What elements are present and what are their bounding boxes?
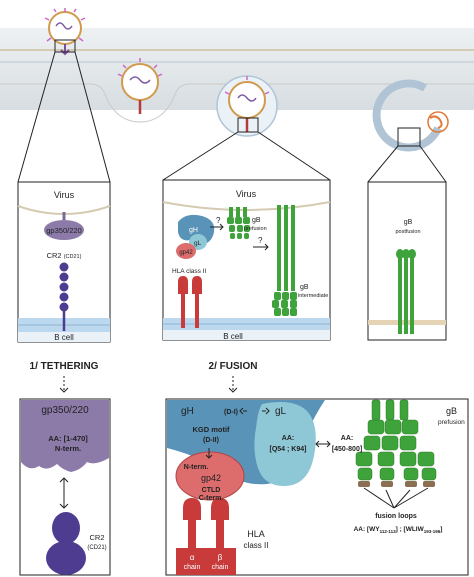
virus-endocytosis bbox=[117, 58, 163, 114]
zoom2-gl-label: gL bbox=[275, 406, 287, 417]
endosome-fused bbox=[372, 79, 449, 152]
panel1-bcell-label: B cell bbox=[54, 333, 74, 342]
panel-tethering bbox=[17, 181, 111, 343]
panel2-bcell-label: B cell bbox=[223, 332, 243, 341]
panel2-gl-label: gL bbox=[194, 240, 202, 247]
zoom2-fusion-loops-label: fusion loops bbox=[375, 513, 417, 520]
panel2-question-2: ? bbox=[258, 236, 263, 245]
panel2-gp42-label: gp42 bbox=[179, 250, 193, 256]
down-arrows bbox=[59, 376, 238, 393]
panel2-hla-label: HLA class II bbox=[172, 268, 207, 275]
zoom2-gb-aa-value: [450-800] bbox=[332, 446, 362, 453]
panel2-question-1: ? bbox=[216, 216, 221, 225]
zoom2-gp42-nterm: N-term. bbox=[184, 464, 209, 471]
zoom2-gh-label: gH bbox=[181, 406, 194, 417]
zoom-fusion bbox=[165, 398, 469, 576]
panel1-virus-label: Virus bbox=[54, 190, 75, 200]
panel2-gh-label: gH bbox=[189, 227, 198, 234]
zoom2-gl-aa-value: [Q54 ; K94] bbox=[270, 446, 307, 453]
panel-fusion bbox=[162, 179, 331, 341]
panel-postfusion bbox=[367, 181, 447, 341]
zoom1-gp350-label: gp350/220 bbox=[41, 405, 89, 416]
virus-attached bbox=[44, 8, 86, 56]
zoom1-aa-label: AA: [1-470] bbox=[48, 434, 88, 443]
panel1-gp350-label: gp350/220 bbox=[46, 226, 81, 235]
zoom2-fusion-aa-label: AA: [WY112-113] ; [WLIW193-196] bbox=[354, 526, 443, 534]
zoom2-gl-aa-label: AA: bbox=[282, 435, 294, 442]
zoom1-cr2-label: CR2(CD21) bbox=[87, 533, 106, 551]
step-tethering-label: 1/ TETHERING bbox=[30, 361, 99, 372]
zoom2-kgd-label: KGD motif bbox=[192, 425, 230, 434]
panel2-virus-label: Virus bbox=[236, 189, 257, 199]
panel1-cr2-label: CR2 (CD21) bbox=[47, 251, 82, 260]
zoom2-gb-aa-label: AA: bbox=[341, 435, 353, 442]
zoom2-di-label: (D-I) bbox=[224, 409, 238, 416]
zoom2-ctld-label: CTLD bbox=[202, 487, 221, 494]
zoom2-dii-label: (D-II) bbox=[203, 437, 219, 444]
zoom2-cterm-label: C-term. bbox=[199, 495, 224, 502]
step-fusion-label: 2/ FUSION bbox=[209, 361, 258, 372]
zoom-lines bbox=[17, 39, 447, 183]
virus-endosome bbox=[216, 75, 278, 137]
zoom1-nterm-label: N-term. bbox=[55, 444, 81, 453]
zoom-tethering bbox=[19, 398, 111, 576]
zoom2-gp42-label: gp42 bbox=[201, 473, 221, 483]
